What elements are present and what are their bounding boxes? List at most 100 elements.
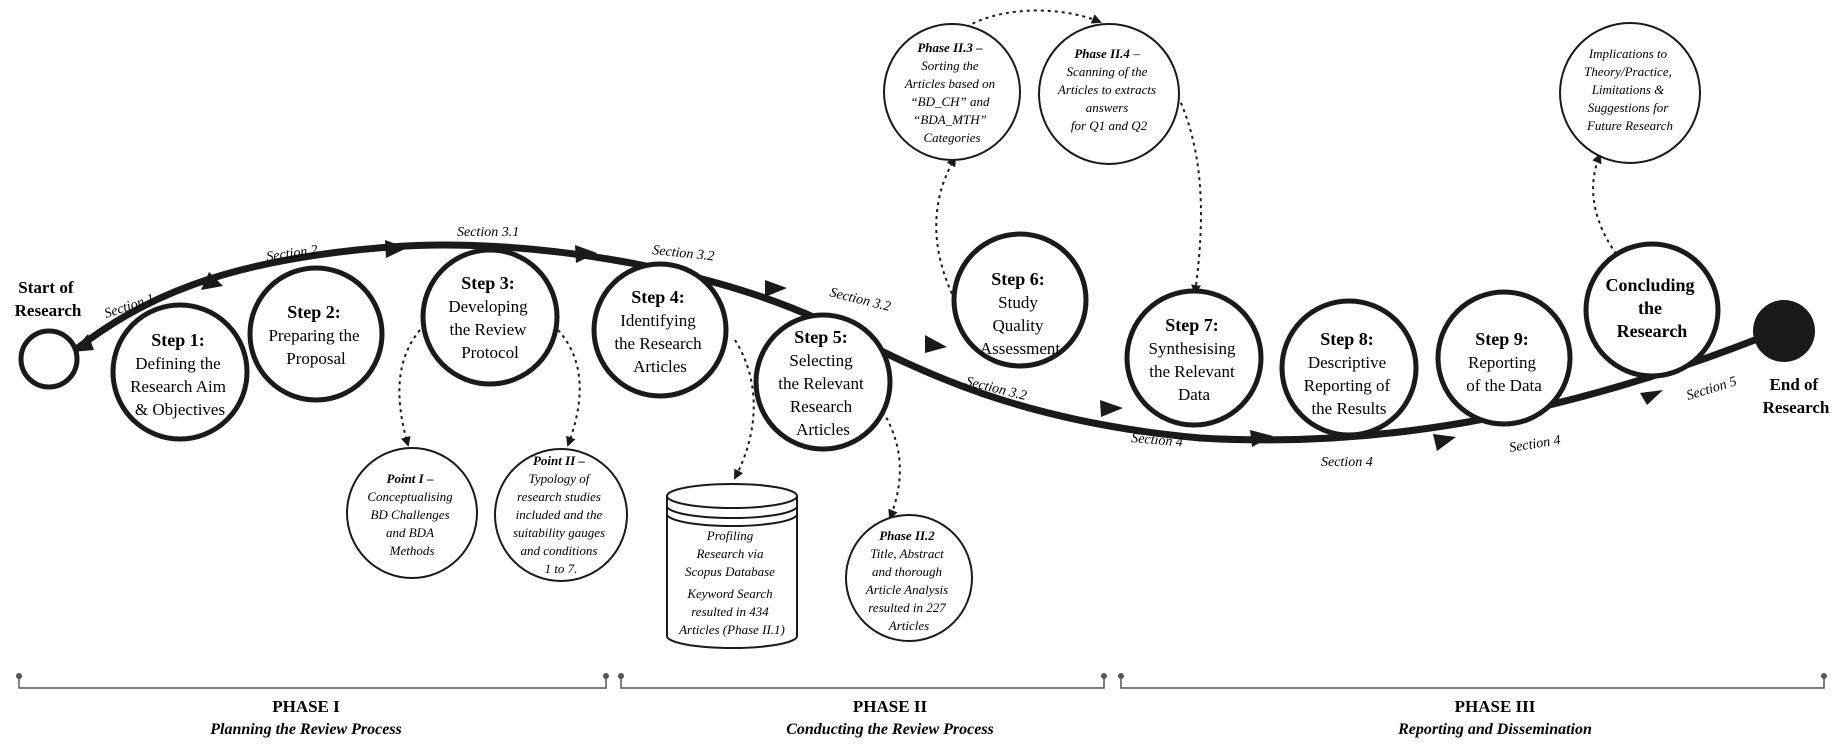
db-line: Keyword Search <box>686 586 772 601</box>
phase-1-subtitle: Planning the Review Process <box>209 721 402 738</box>
end-circle <box>1753 300 1815 362</box>
start-label-line: Start of <box>18 278 74 297</box>
step-line: Selecting <box>789 351 853 370</box>
phase-1-bracket <box>18 676 607 689</box>
step-line: Descriptive <box>1308 353 1386 372</box>
sub-node-line: suitability gauges <box>513 525 605 540</box>
step-line: Preparing the <box>268 326 359 345</box>
step-line: Proposal <box>286 349 346 368</box>
svg-text:Step 3: Developing: Step 3: Developing the Review Protocol <box>448 273 531 362</box>
start-circle <box>18 328 80 390</box>
step-line: Articles <box>796 420 850 439</box>
sub-node-line: Categories <box>923 130 980 145</box>
db-line: Scopus Database <box>685 564 775 579</box>
step-1-circle <box>110 302 250 442</box>
sub-node-title: Point II – <box>533 453 586 468</box>
svg-text:Phase II.4 – Scanning of: Phase II.4 – Scanning of the Articles to… <box>1057 45 1160 133</box>
step-line: the <box>1638 298 1662 318</box>
step-title: Step 5: <box>794 327 848 347</box>
sub-node-circles <box>346 22 1701 642</box>
step-line: Research <box>790 397 853 416</box>
svg-text:Step 5: Selecting: Step 5: Selecting the Relevant Research … <box>778 327 867 439</box>
phase-labels: PHASE I Planning the Review Process PHAS… <box>209 697 1592 738</box>
sub-node-line: included and the <box>516 507 603 522</box>
phase-3-title: PHASE III <box>1455 697 1536 716</box>
sub-node-line: 1 to 7. <box>545 561 578 576</box>
svg-text:Step 8: Descriptive: Step 8: Descriptive Reporting of the Res… <box>1304 329 1394 418</box>
bracket-dot <box>603 673 609 679</box>
bracket-dot <box>618 673 624 679</box>
sub-node-line: answers <box>1086 100 1129 115</box>
sub-node-line: Articles based on <box>904 76 995 91</box>
sub-node-line: and conditions <box>521 543 598 558</box>
step-title: Step 9: <box>1475 329 1529 349</box>
svg-text:Start of Research: Start of Research <box>15 278 82 320</box>
end-label-line: End of <box>1770 375 1819 394</box>
sub-node-line: Conceptualising <box>367 489 453 504</box>
bracket-dot <box>1821 673 1827 679</box>
implications-circle <box>1559 22 1701 164</box>
section-label: Section 4 <box>1131 431 1184 450</box>
sub-node-title-suffix: – <box>1130 46 1140 61</box>
path-arrowhead <box>1100 400 1123 417</box>
connector-step3-point2 <box>557 329 581 447</box>
path-arrowhead <box>765 280 787 297</box>
sub-node-title: Phase II.3 – <box>917 40 983 55</box>
path-arrowhead <box>385 240 407 258</box>
path-arrowhead <box>1250 430 1273 447</box>
sub-node-line: Articles to extracts <box>1057 82 1156 97</box>
step-line: the Relevant <box>778 374 864 393</box>
svg-text:End of Research: End of Research <box>1763 375 1830 417</box>
svg-text:Step 7: Synthesising: Step 7: Synthesising the Relevant Data <box>1149 315 1240 404</box>
phase-2-bracket <box>620 676 1105 689</box>
step-line: Quality <box>993 316 1044 335</box>
db-line: Profiling <box>706 528 754 543</box>
step-2-circle <box>247 265 385 403</box>
step-line: Synthesising <box>1149 339 1236 358</box>
sub-node-line: and thorough <box>872 564 942 579</box>
sub-node-line: Sorting the <box>921 58 979 73</box>
step-line: the Research <box>614 334 702 353</box>
sub-node-line: Article Analysis <box>865 582 948 597</box>
step-line: Reporting of <box>1304 376 1391 395</box>
sub-node-line: Typology of <box>529 471 592 486</box>
svg-text:Step 2: Preparing the: Step 2: Preparing the Proposal <box>268 302 363 368</box>
svg-text:Phase II.2 Title, Abstra: Phase II.2 Title, Abstract and thorough … <box>865 527 952 633</box>
step-6-circle <box>951 231 1089 369</box>
step-title: Step 3: <box>461 273 515 293</box>
svg-text:Point II – Typology of: Point II – Typology of research studies … <box>513 452 609 576</box>
step-title: Step 4: <box>631 287 685 307</box>
section-label: Section 4 <box>1321 455 1373 470</box>
phase22-circle <box>845 514 973 642</box>
step-line: Protocol <box>461 343 519 362</box>
svg-text:Implications to Theory/P: Implications to Theory/Practice, Limitat… <box>1584 45 1676 133</box>
step-title: Step 8: <box>1320 329 1374 349</box>
step-line: the Results <box>1311 399 1386 418</box>
connector-step3-point1 <box>398 329 421 447</box>
end-label-line: Research <box>1763 398 1830 417</box>
phase24-circle <box>1038 23 1180 165</box>
step-title: Step 7: <box>1165 315 1219 335</box>
sub-node-line: Implications to <box>1588 46 1668 61</box>
step-line: of the Data <box>1466 376 1542 395</box>
path-arrowhead <box>925 335 947 353</box>
connector-step6-phase23 <box>935 156 957 301</box>
sub-node-line: BD Challenges <box>370 507 449 522</box>
db-line: resulted in 434 <box>691 604 769 619</box>
step-title: Concluding <box>1605 275 1694 295</box>
step-line: Articles <box>633 357 687 376</box>
sub-node-line: Scanning of the <box>1067 64 1148 79</box>
step-line: Research <box>1617 321 1688 341</box>
step-line: Developing <box>448 297 528 316</box>
sub-node-line: Theory/Practice, <box>1584 64 1672 79</box>
section-label: Section 5 <box>1685 374 1739 403</box>
sub-node-line: resulted in 227 <box>868 600 946 615</box>
svg-text:Concluding the Res: Concluding the Research <box>1605 275 1698 341</box>
scopus-database-icon <box>666 483 798 649</box>
path-arrowhead <box>1433 434 1456 451</box>
path-arrowhead <box>72 334 94 352</box>
sub-node-title: Phase II.4 – <box>1074 46 1140 61</box>
step-line: Data <box>1178 385 1211 404</box>
step-line: Research Aim <box>130 377 226 396</box>
